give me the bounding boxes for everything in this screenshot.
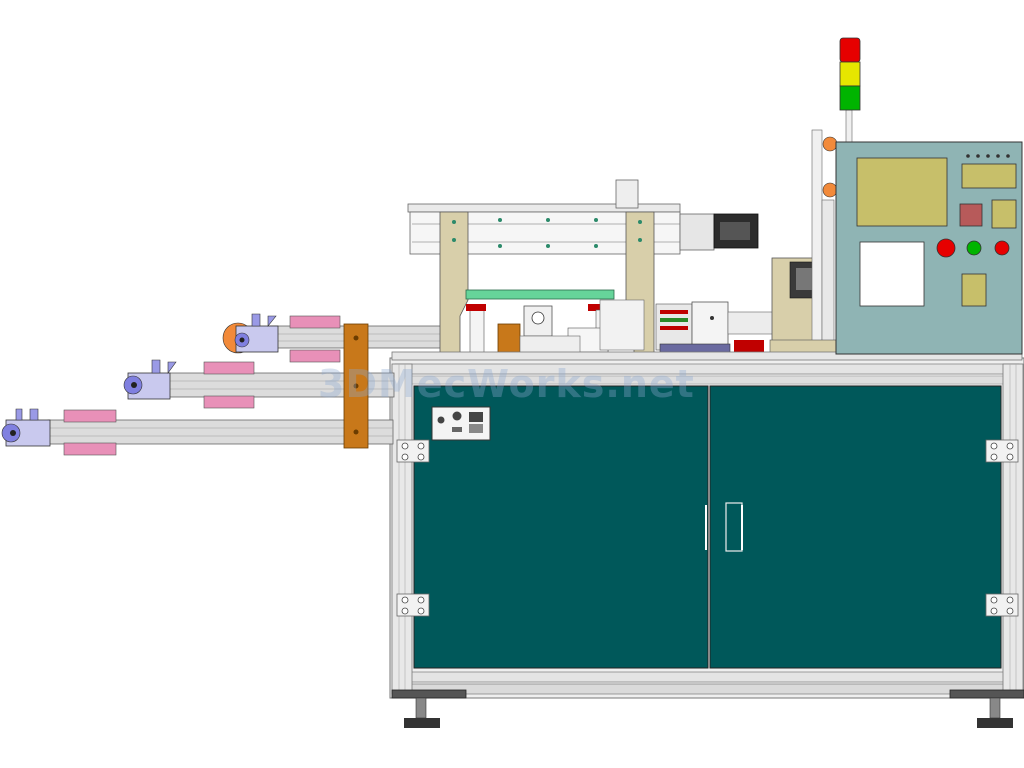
motor-column [769, 129, 841, 359]
cabinet-door-right[interactable] [709, 385, 1002, 669]
watermark: 3DMecWorks.net [318, 362, 695, 406]
start-button-icon[interactable] [966, 240, 982, 256]
indicator-panel [959, 163, 1017, 229]
green-rail [465, 289, 615, 300]
emergency-stop-icon[interactable] [936, 238, 956, 258]
table-top [391, 351, 1023, 361]
hmi-display[interactable] [856, 157, 948, 227]
arm-mount-bracket [343, 323, 521, 449]
conveyor-arm-bottom [1, 408, 394, 456]
cylinder-unit [655, 301, 779, 357]
door-handle-icon[interactable] [705, 502, 743, 552]
power-panel[interactable] [431, 406, 491, 441]
fixture-assembly [466, 299, 645, 355]
leveling-foot [391, 689, 1024, 728]
stop-button-icon[interactable] [994, 240, 1010, 256]
control-panel-window [859, 241, 987, 307]
signal-tower-icon [839, 37, 861, 145]
